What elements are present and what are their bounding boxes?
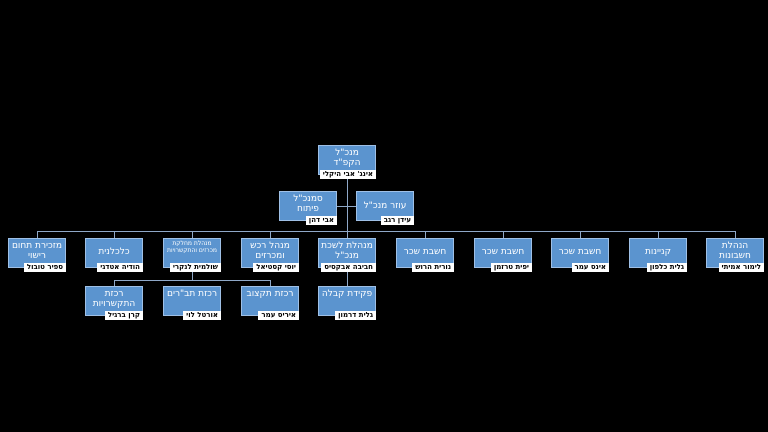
- node-title: הנהלת חשבונות: [719, 241, 751, 261]
- connector-line: [114, 280, 271, 281]
- node-title: סמנכ"ל פיתוח: [293, 194, 323, 214]
- node-title: פקידת קבלה: [321, 289, 373, 299]
- node-title: חשבת שכר: [481, 247, 525, 257]
- node-name: חביבה אבקסיס: [321, 263, 376, 272]
- node-deputy-development[interactable]: סמנכ"ל פיתוח אבי דהן: [279, 191, 337, 225]
- node-title: מזכירת תחום רישוי: [11, 241, 63, 261]
- node-row3-1[interactable]: רכזת תב"רים אורטל לוי: [163, 286, 221, 320]
- node-name: איריס עמר: [258, 311, 299, 320]
- connector-line: [503, 231, 504, 238]
- connector-line: [114, 231, 115, 238]
- node-row3-0[interactable]: רכזת התקשרויות קרן ברגיל: [85, 286, 143, 320]
- node-title: רכזת תקצוב: [246, 289, 294, 299]
- node-name: יוסי קסטיאל: [253, 263, 299, 272]
- node-title: מנכ"ל הקפ"ד: [333, 148, 361, 168]
- connector-line: [658, 231, 659, 238]
- node-row2-0[interactable]: מזכירת תחום רישוי ספיר טובול: [8, 238, 66, 272]
- node-title: מנהלת לשכת מנכ"ל: [321, 241, 373, 261]
- connector-line: [37, 231, 38, 238]
- node-row2-6[interactable]: חשבת שכר יפית טרזמן: [474, 238, 532, 272]
- connector-line: [337, 206, 356, 207]
- node-title: קניינות: [645, 247, 671, 257]
- node-title: מנהלת מחלקת מכרזים והתקשרויות: [167, 240, 217, 254]
- node-row2-9[interactable]: הנהלת חשבונות לימור אמיתי: [706, 238, 764, 272]
- node-name: אבי דהן: [305, 216, 337, 225]
- node-row2-2[interactable]: מנהלת מחלקת מכרזים והתקשרויות שולמית לנקר…: [163, 238, 221, 272]
- node-name: ספיר טובול: [23, 263, 66, 272]
- node-title: מנהל רכש ומכרזים: [250, 241, 290, 261]
- connector-line: [114, 280, 115, 286]
- node-name: שולמית לנקרי: [169, 263, 221, 272]
- node-title: כלכלנית: [98, 247, 130, 257]
- node-name: הודיה אטדגי: [97, 263, 143, 272]
- node-name: נורית הרוש: [412, 263, 454, 272]
- connector-line: [425, 231, 426, 238]
- node-row3-2[interactable]: רכזת תקצוב איריס עמר: [241, 286, 299, 320]
- node-title: עוזר מנכ"ל: [363, 201, 407, 211]
- connector-line: [580, 231, 581, 238]
- node-name: אינג' אבי היקלי: [319, 170, 376, 179]
- node-row2-3[interactable]: מנהל רכש ומכרזים יוסי קסטיאל: [241, 238, 299, 272]
- node-row3-3[interactable]: פקידת קבלה גלית דרמון: [318, 286, 376, 320]
- node-name: גלית דרמון: [335, 311, 376, 320]
- node-name: אינס עמר: [571, 263, 609, 272]
- connector-line: [270, 280, 271, 286]
- node-row2-7[interactable]: חשבת שכר אינס עמר: [551, 238, 609, 272]
- node-name: יפית טרזמן: [490, 263, 532, 272]
- node-title: חשבת שכר: [558, 247, 602, 257]
- connector-line: [270, 231, 271, 238]
- node-name: אורטל לוי: [183, 311, 221, 320]
- node-name: עידן רגב: [380, 216, 414, 225]
- connector-line: [735, 231, 736, 238]
- node-name: לימור אמיתי: [718, 263, 764, 272]
- node-row2-4[interactable]: מנהלת לשכת מנכ"ל חביבה אבקסיס: [318, 238, 376, 272]
- node-name: גלית כלפון: [646, 263, 687, 272]
- node-row2-5[interactable]: חשבת שכר נורית הרוש: [396, 238, 454, 272]
- node-ceo-assistant[interactable]: עוזר מנכ"ל עידן רגב: [356, 191, 414, 225]
- node-row2-1[interactable]: כלכלנית הודיה אטדגי: [85, 238, 143, 272]
- connector-line: [192, 231, 193, 238]
- node-title: רכזת התקשרויות: [92, 289, 136, 309]
- connector-line: [192, 268, 193, 280]
- connector-line: [37, 231, 736, 232]
- node-name: קרן ברגיל: [104, 311, 143, 320]
- node-ceo[interactable]: מנכ"ל הקפ"ד אינג' אבי היקלי: [318, 145, 376, 179]
- node-title: רכזת תב"רים: [166, 289, 218, 299]
- node-row2-8[interactable]: קניינות גלית כלפון: [629, 238, 687, 272]
- node-title: חשבת שכר: [403, 247, 447, 257]
